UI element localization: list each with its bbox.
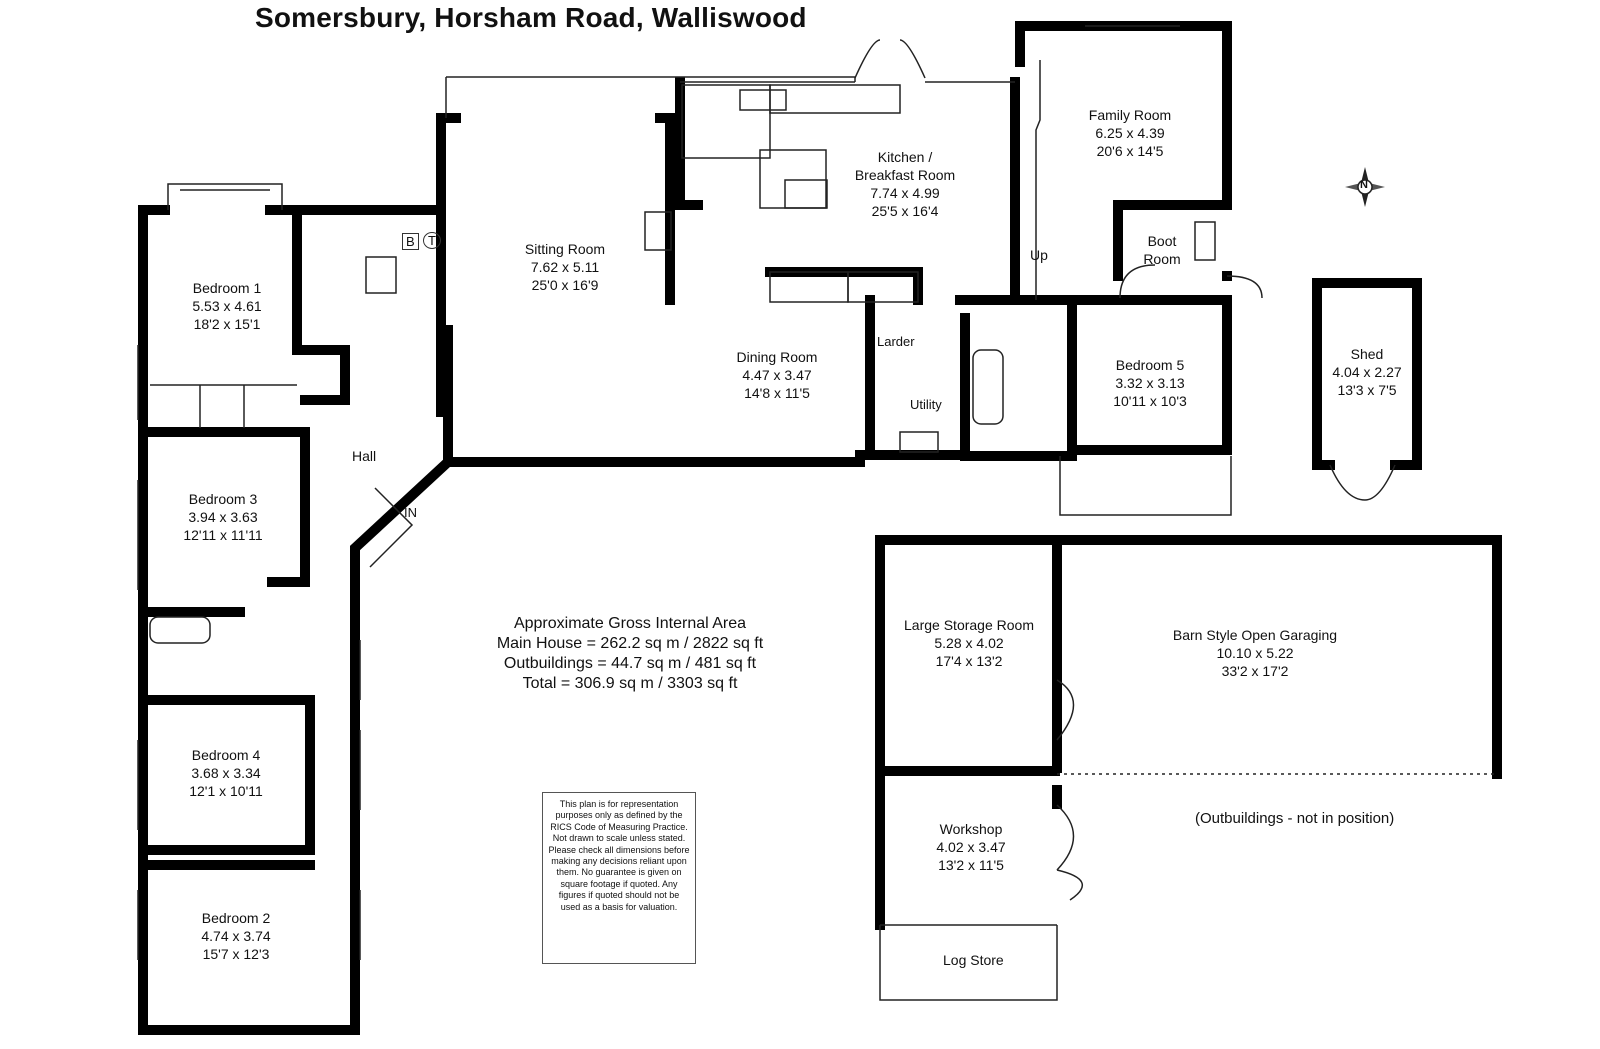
room-name: Bedroom 2	[201, 910, 271, 926]
room-metric: 3.94 x 3.63	[188, 509, 258, 525]
compass-rose	[1345, 167, 1385, 207]
room-metric: 4.02 x 3.47	[936, 839, 1006, 855]
room-label-bedroom-1: Bedroom 1 5.53 x 4.61 18'2 x 15'1	[192, 279, 261, 333]
room-label-dining-room: Dining Room 4.47 x 3.47 14'8 x 11'5	[737, 348, 818, 402]
room-name: Kitchen /	[877, 149, 933, 165]
thin-lines	[137, 25, 1497, 1001]
room-imperial: 14'8 x 11'5	[744, 385, 810, 401]
room-metric: 3.32 x 3.13	[1115, 375, 1185, 391]
room-imperial: 18'2 x 15'1	[193, 316, 261, 332]
room-metric: 7.62 x 5.11	[530, 259, 600, 275]
room-imperial: 13'2 x 11'5	[938, 857, 1004, 873]
area-main-house: Main House = 262.2 sq m / 2822 sq ft	[496, 635, 764, 652]
room-label-workshop: Workshop 4.02 x 3.47 13'2 x 11'5	[936, 820, 1005, 874]
room-label-garaging: Barn Style Open Garaging 10.10 x 5.22 33…	[1173, 626, 1337, 680]
room-name-2: Breakfast Room	[854, 167, 956, 183]
room-label-sitting-room: Sitting Room 7.62 x 5.11 25'0 x 16'9	[525, 240, 605, 294]
room-label-boot-room: Boot Room	[1143, 232, 1180, 268]
room-metric: 4.04 x 2.27	[1332, 364, 1402, 380]
room-metric: 4.47 x 3.47	[742, 367, 812, 383]
room-metric: 3.68 x 3.34	[191, 765, 261, 781]
walls	[138, 21, 1502, 1035]
room-label-bedroom-4: Bedroom 4 3.68 x 3.34 12'1 x 10'11	[189, 746, 263, 800]
room-name: Bedroom 1	[192, 280, 262, 296]
stairs-up-label: Up	[1030, 247, 1048, 263]
room-imperial: 12'11 x 11'11	[183, 527, 263, 543]
log-store-label: Log Store	[943, 952, 1004, 968]
room-name: Bedroom 4	[191, 747, 261, 763]
room-imperial: 25'5 x 16'4	[871, 203, 939, 219]
room-label-bedroom-3: Bedroom 3 3.94 x 3.63 12'11 x 11'11	[183, 490, 262, 544]
room-name: Bedroom 5	[1115, 357, 1185, 373]
room-name: Family Room	[1088, 107, 1172, 123]
room-imperial: 33'2 x 17'2	[1221, 663, 1289, 679]
room-label-shed: Shed 4.04 x 2.27 13'3 x 7'5	[1332, 345, 1401, 399]
room-metric: 10.10 x 5.22	[1216, 645, 1294, 661]
room-name: Boot	[1147, 233, 1177, 249]
room-imperial: 20'6 x 14'5	[1096, 143, 1164, 159]
tank-label: T	[423, 232, 441, 249]
utility-label: Utility	[910, 397, 942, 412]
room-metric: 6.25 x 4.39	[1095, 125, 1165, 141]
page-title: Somersbury, Horsham Road, Walliswood	[255, 2, 807, 33]
room-label-bedroom-2: Bedroom 2 4.74 x 3.74 15'7 x 12'3	[201, 909, 270, 963]
room-name: Shed	[1350, 346, 1384, 362]
room-label-kitchen: Kitchen / Breakfast Room 7.74 x 4.99 25'…	[855, 148, 955, 220]
compass-north-label: N	[1360, 179, 1368, 191]
room-label-family-room: Family Room 6.25 x 4.39 20'6 x 14'5	[1089, 106, 1171, 160]
entrance-label: IN	[404, 505, 417, 520]
room-metric: 7.74 x 4.99	[870, 185, 940, 201]
area-heading: Approximate Gross Internal Area	[513, 615, 747, 632]
room-name-2: Room	[1143, 251, 1181, 267]
room-metric: 4.74 x 3.74	[201, 928, 271, 944]
room-imperial: 12'1 x 10'11	[189, 783, 263, 799]
area-total: Total = 306.9 sq m / 3303 sq ft	[522, 675, 738, 692]
room-metric: 5.53 x 4.61	[192, 298, 262, 314]
disclaimer-box: This plan is for representation purposes…	[542, 792, 696, 964]
hall-label: Hall	[352, 448, 377, 464]
room-metric: 5.28 x 4.02	[934, 635, 1004, 651]
room-name: Sitting Room	[524, 241, 606, 257]
room-imperial: 13'3 x 7'5	[1337, 382, 1397, 398]
room-name: Bedroom 3	[188, 491, 258, 507]
boiler-label: B	[402, 233, 419, 250]
room-imperial: 17'4 x 13'2	[935, 653, 1003, 669]
room-name: Large Storage Room	[904, 617, 1034, 633]
room-label-bedroom-5: Bedroom 5 3.32 x 3.13 10'11 x 10'3	[1113, 356, 1187, 410]
area-outbuildings: Outbuildings = 44.7 sq m / 481 sq ft	[503, 655, 757, 672]
larder-label: Larder	[877, 334, 915, 349]
room-imperial: 25'0 x 16'9	[531, 277, 599, 293]
outbuildings-note: (Outbuildings - not in position)	[1195, 810, 1395, 827]
room-name: Workshop	[939, 821, 1003, 837]
room-name: Barn Style Open Garaging	[1172, 627, 1338, 643]
room-imperial: 10'11 x 10'3	[1113, 393, 1187, 409]
room-name: Dining Room	[736, 349, 818, 365]
room-imperial: 15'7 x 12'3	[202, 946, 270, 962]
gross-internal-area: Approximate Gross Internal Area Main Hou…	[490, 614, 770, 694]
room-label-large-storage-room: Large Storage Room 5.28 x 4.02 17'4 x 13…	[904, 616, 1034, 670]
